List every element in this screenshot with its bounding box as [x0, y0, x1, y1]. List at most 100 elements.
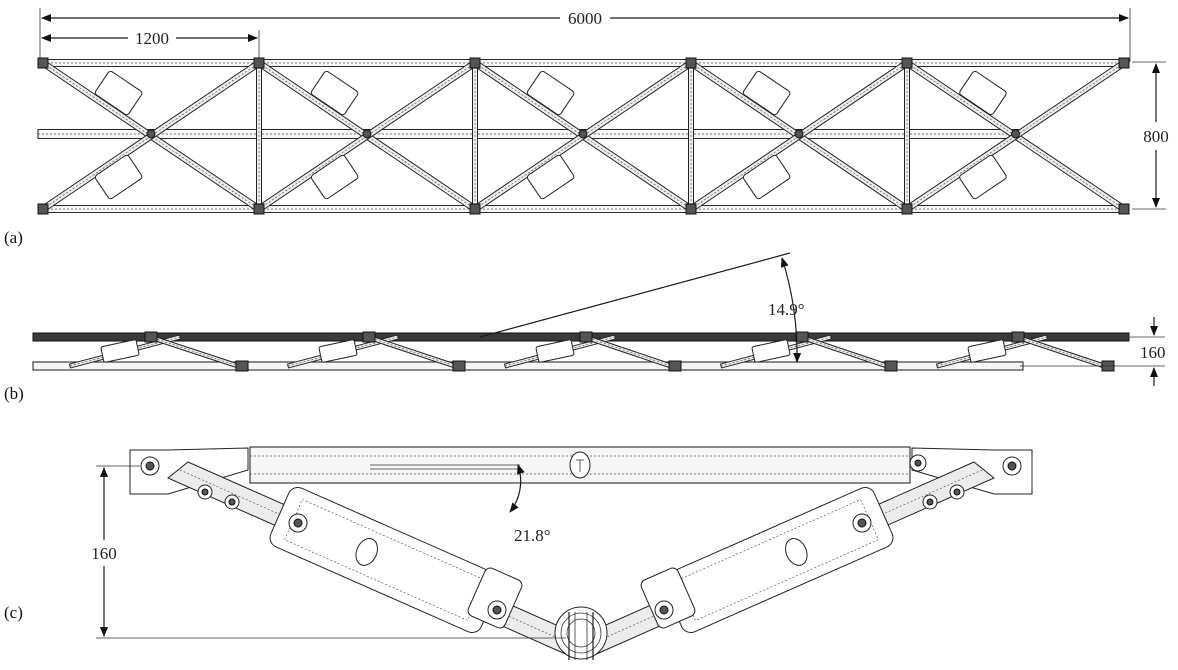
panel-a-label: (a): [4, 228, 23, 247]
plan-node-top-2: [469, 57, 481, 69]
plan-actuator-body: [526, 154, 575, 200]
dimension-bay-length: 1200: [41, 29, 260, 62]
plan-diagonal-2-down-centerline: [474, 62, 692, 210]
side-node-bottom-0: [235, 360, 249, 372]
plan-diagonal-3-up-centerline: [690, 62, 908, 210]
panel-c-label: (c): [4, 603, 23, 622]
plan-actuator-body: [310, 154, 359, 200]
side-node-top-0: [144, 331, 158, 343]
plan-diagonal-1-down-centerline: [258, 62, 476, 210]
side-node-bottom-3: [884, 360, 898, 372]
plan-node-top-4: [901, 57, 913, 69]
left-actuator: [269, 486, 523, 634]
plan-node-bottom-3: [685, 203, 697, 215]
dimension-width: 800: [1132, 61, 1169, 210]
plan-actuator-body: [742, 70, 791, 116]
side-truss-structure: [32, 331, 1130, 372]
plan-actuator-lower-1: [310, 154, 359, 200]
plan-node-bottom-0: [37, 203, 49, 215]
plan-actuator-lower-2: [526, 154, 575, 200]
plan-actuator-body: [742, 154, 791, 200]
side-actuator-body: [318, 339, 358, 363]
side-node-top-3: [795, 331, 809, 343]
depth-c-label: 160: [91, 544, 117, 563]
plan-diagonal-1-up-centerline: [258, 62, 476, 210]
overall-length-label: 6000: [568, 9, 602, 28]
panel-a-plan-view: 6000 1200 800 (a): [4, 8, 1169, 247]
dimension-depth-c: 160: [91, 465, 566, 639]
side-node-top-2: [579, 331, 593, 343]
plan-mid-node-1: [362, 129, 372, 139]
dimension-overall-length: 6000: [39, 8, 1131, 62]
panel-c-cross-section: 21.8° 160 (c): [4, 446, 1033, 660]
plan-mid-node-3: [794, 129, 804, 139]
plan-actuator-body: [310, 70, 359, 116]
width-label: 800: [1143, 127, 1169, 146]
plan-actuator-lower-0: [94, 154, 143, 200]
plan-mid-node-4: [1011, 129, 1020, 139]
plan-actuator-body: [526, 70, 575, 116]
side-node-top-4: [1011, 331, 1025, 343]
plan-node-top-3: [685, 57, 697, 69]
dimension-depth-b: 160: [1020, 317, 1166, 386]
plan-actuator-lower-4: [959, 154, 1007, 200]
plan-node-top-1: [253, 57, 265, 69]
side-actuator-body: [967, 339, 1007, 363]
side-actuator-2: [535, 339, 575, 363]
plan-node-bottom-4: [901, 203, 913, 215]
plan-actuator-body: [959, 154, 1007, 200]
plan-actuator-upper-4: [959, 70, 1007, 116]
plan-actuator-body: [94, 154, 143, 200]
side-diagonal-1-b-centerline: [367, 336, 456, 367]
joint-bolts: [197, 454, 965, 620]
side-node-top-1: [362, 331, 376, 343]
plan-node-bottom-2: [469, 203, 481, 215]
plan-actuator-upper-3: [742, 70, 791, 116]
plan-diagonal-3-down-centerline: [690, 62, 908, 210]
depth-b-label: 160: [1140, 343, 1166, 362]
plan-mid-node-2: [578, 129, 588, 139]
side-actuator-body: [100, 339, 140, 363]
plan-diagonal-0-down-centerline: [42, 62, 260, 210]
side-diagonal-4-b-centerline: [1016, 336, 1105, 367]
side-actuator-4: [967, 339, 1007, 363]
angle-b-label: 14.9°: [768, 300, 805, 319]
side-diagonal-0-b-centerline: [149, 336, 239, 367]
angle-indicator-b: 14.9°: [479, 252, 805, 363]
plan-diagonal-0-up-centerline: [42, 62, 260, 210]
plan-actuator-body: [94, 70, 143, 116]
plan-node-bottom-1: [253, 203, 265, 215]
plan-actuator-body: [959, 70, 1007, 116]
plan-actuator-lower-3: [742, 154, 791, 200]
plan-node-bottom-5: [1118, 203, 1130, 215]
bottom-hub: [554, 606, 608, 660]
bay-length-label: 1200: [135, 29, 169, 48]
side-node-bottom-1: [452, 360, 466, 372]
plan-diagonal-4-down-centerline: [906, 62, 1125, 210]
angle-indicator-c: 21.8°: [509, 464, 551, 545]
side-diagonal-3-b-centerline: [800, 336, 888, 367]
side-actuator-0: [100, 339, 140, 363]
angle-c-label: 21.8°: [514, 526, 551, 545]
plan-node-top-0: [37, 57, 49, 69]
plan-center-chord: [37, 128, 1021, 140]
plan-actuator-upper-0: [94, 70, 143, 116]
plan-diagonal-4-up-centerline: [906, 62, 1125, 210]
side-actuator-1: [318, 339, 358, 363]
side-actuator-body: [535, 339, 575, 363]
panel-b-side-view: 14.9° 160 (b): [4, 252, 1166, 403]
plan-node-top-5: [1118, 57, 1130, 69]
side-actuator-body: [751, 339, 791, 363]
plan-actuator-upper-1: [310, 70, 359, 116]
panel-b-label: (b): [4, 384, 24, 403]
side-diagonal-2-b-centerline: [584, 336, 672, 367]
plan-truss-structure: [37, 57, 1130, 215]
plan-diagonal-2-up-centerline: [474, 62, 692, 210]
plan-actuator-upper-2: [526, 70, 575, 116]
section-top-beam: [249, 446, 911, 484]
side-node-bottom-2: [668, 360, 682, 372]
side-actuator-3: [751, 339, 791, 363]
plan-mid-node-0: [146, 129, 156, 139]
right-actuator: [640, 486, 894, 634]
